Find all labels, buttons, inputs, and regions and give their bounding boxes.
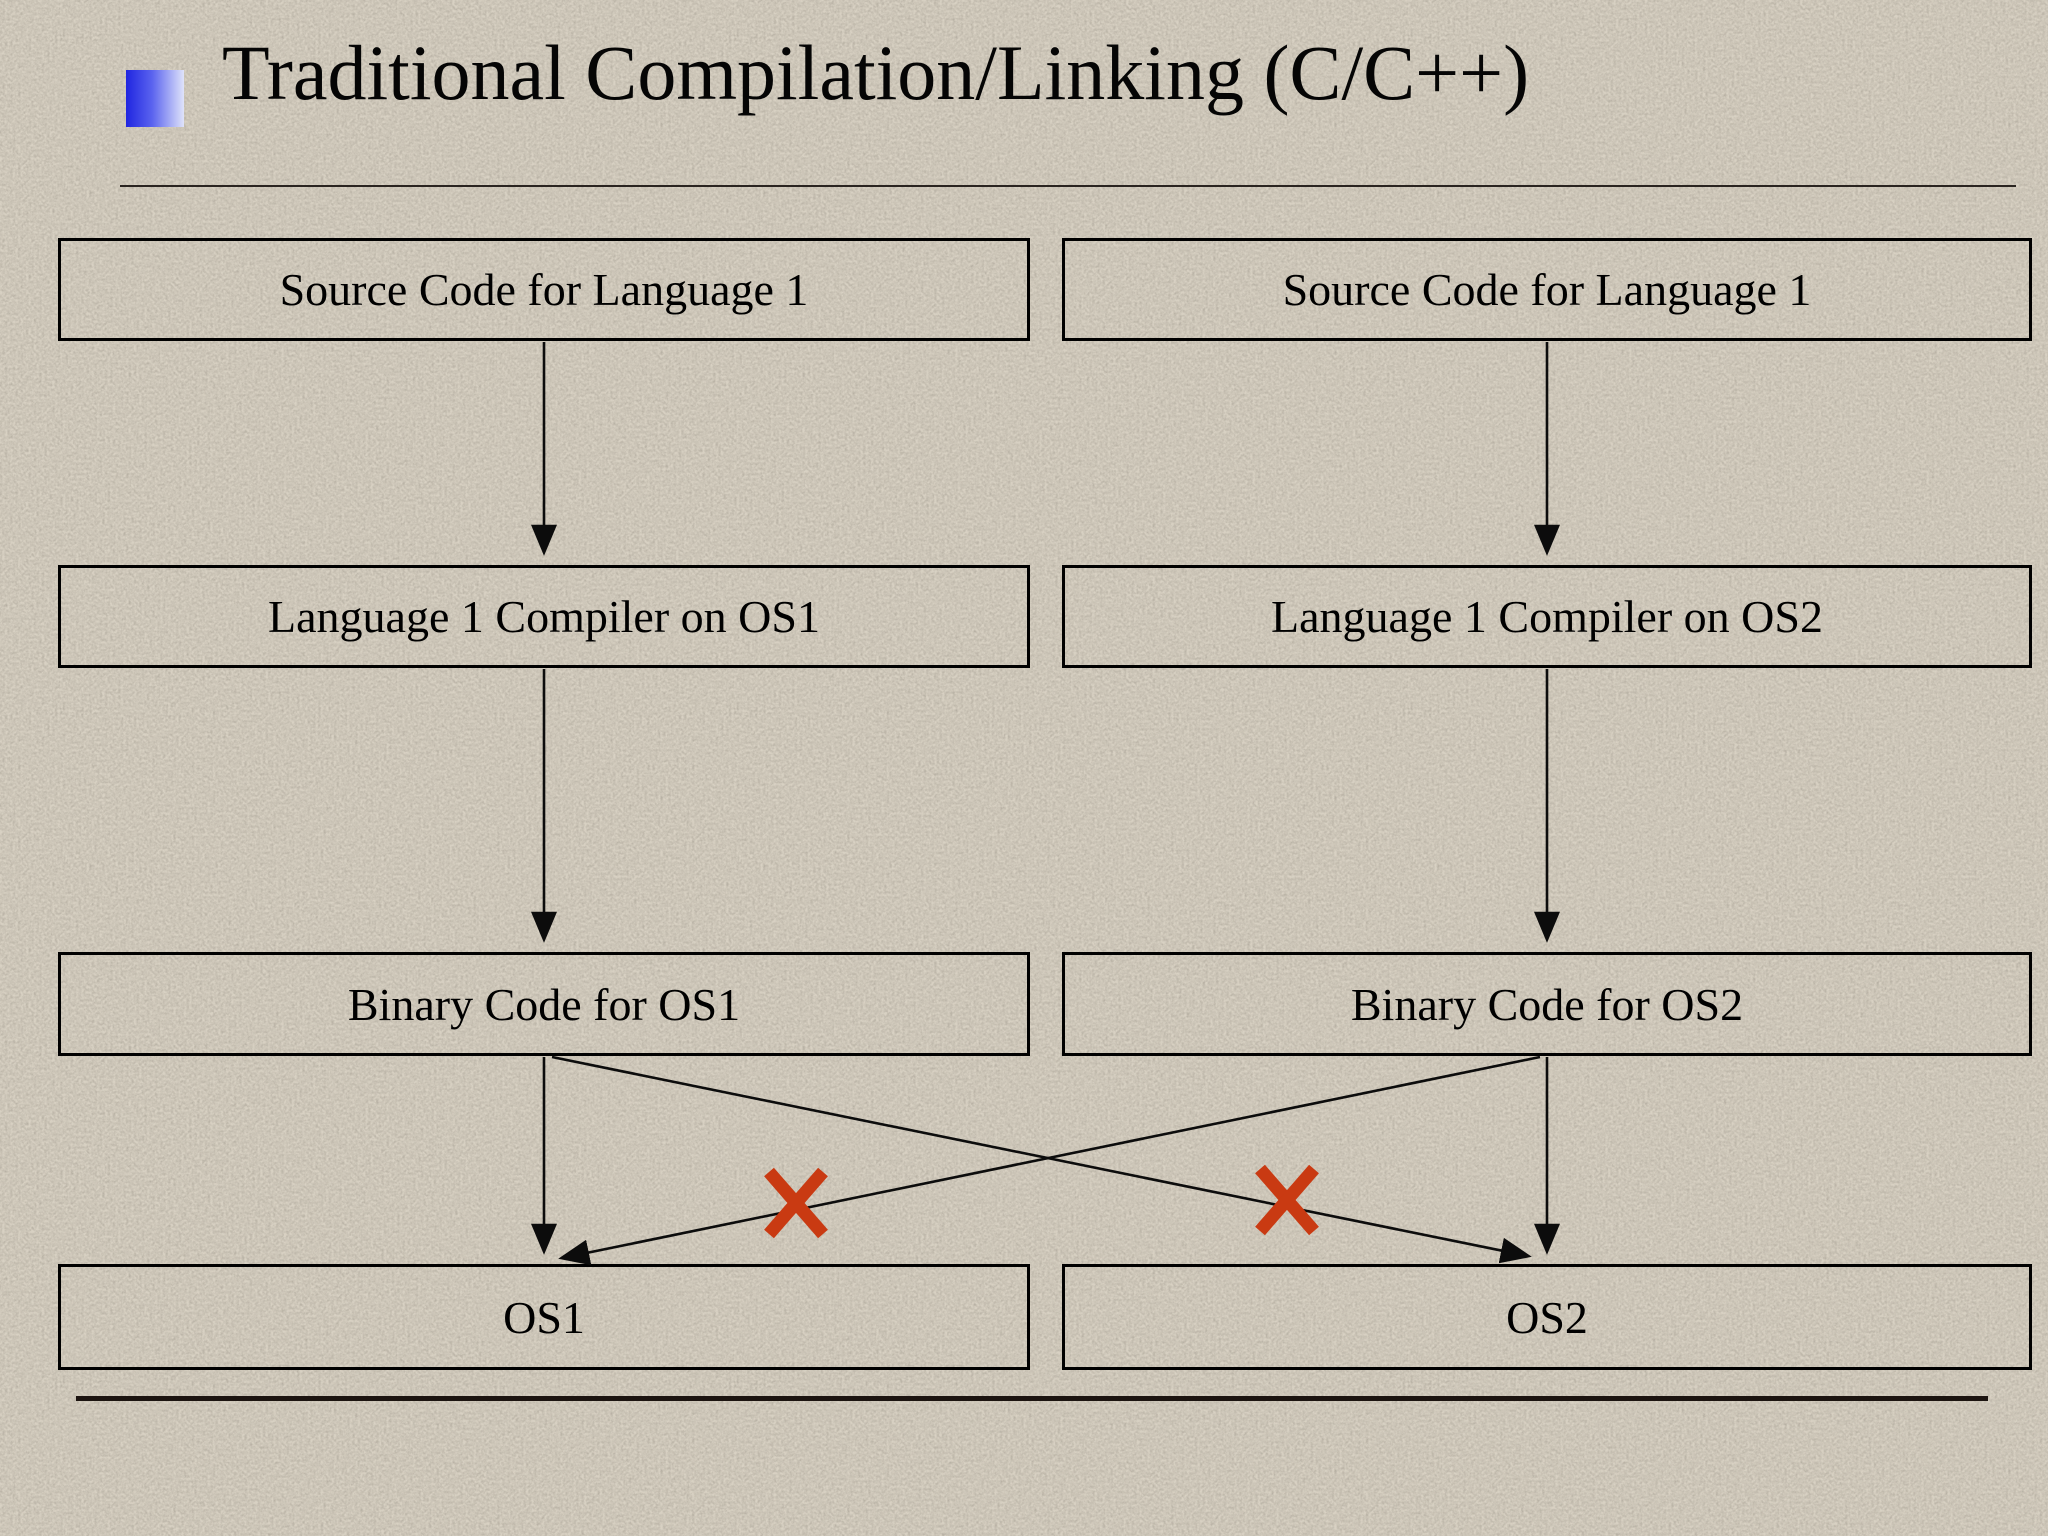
arrow-binary1-to-os2-blocked (551, 1055, 1532, 1264)
box-os1-label: OS1 (503, 1291, 585, 1343)
box-compiler-left-label: Language 1 Compiler on OS1 (268, 591, 820, 642)
incompatible-cross-icon-left (764, 1167, 828, 1239)
box-compiler-right: Language 1 Compiler on OS2 (1062, 565, 2032, 668)
box-binary-right-label: Binary Code for OS2 (1350, 978, 1744, 1030)
box-binary-left-label: Binary Code for OS1 (347, 978, 741, 1030)
box-source-right: Source Code for Language 1 (1062, 238, 2032, 341)
title-divider (120, 185, 2016, 187)
box-os2-label: OS2 (1506, 1291, 1588, 1343)
page-title: Traditional Compilation/Linking (C/C++) (222, 29, 1530, 116)
bottom-divider (76, 1396, 1988, 1401)
box-source-right-label: Source Code for Language 1 (1282, 264, 1812, 315)
arrow-binary2-to-os1-blocked (558, 1055, 1541, 1266)
box-compiler-left: Language 1 Compiler on OS1 (58, 565, 1030, 668)
box-source-left-label: Source Code for Language 1 (279, 264, 809, 315)
box-source-left: Source Code for Language 1 (58, 238, 1030, 341)
box-os1: OS1 (58, 1264, 1030, 1370)
box-binary-left: Binary Code for OS1 (58, 952, 1030, 1056)
incompatible-cross-icon-right (1255, 1164, 1319, 1236)
box-os2: OS2 (1062, 1264, 2032, 1370)
box-compiler-right-label: Language 1 Compiler on OS2 (1271, 591, 1823, 642)
title-bullet-icon (126, 70, 184, 127)
box-binary-right: Binary Code for OS2 (1062, 952, 2032, 1056)
